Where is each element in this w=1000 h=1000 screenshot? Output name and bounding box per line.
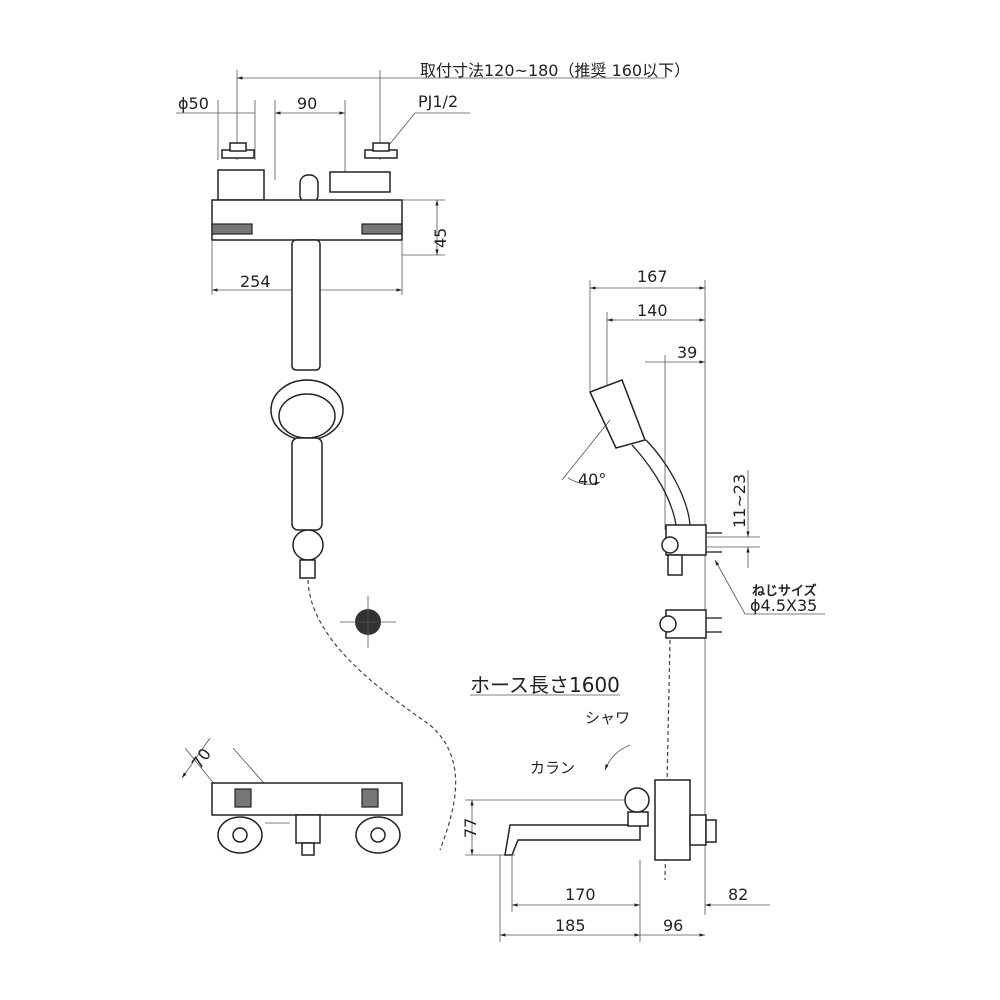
mounting-dimension: 取付寸法120~180（推奨 160以下） — [420, 61, 690, 80]
spout-view — [465, 779, 770, 942]
side-view — [470, 280, 825, 915]
dim-167: 167 — [637, 267, 668, 286]
dim-254: 254 — [240, 272, 271, 291]
karan-label: カラン — [530, 759, 575, 777]
plan-view — [181, 737, 403, 856]
dim-140: 140 — [637, 301, 668, 320]
dim-phi50: ϕ50 — [178, 94, 209, 113]
screw-size-label: ねじサイズ — [752, 583, 817, 599]
dim-96: 96 — [663, 916, 683, 935]
dim-angle: 40° — [578, 470, 606, 489]
screw-size: ϕ4.5X35 — [750, 596, 817, 615]
dim-90: 90 — [297, 94, 317, 113]
dim-45: 45 — [431, 228, 450, 248]
dim-pj12: PJ1/2 — [418, 92, 458, 111]
front-view — [176, 70, 665, 851]
dim-170: 170 — [565, 885, 596, 904]
dim-185: 185 — [555, 916, 586, 935]
dim-77: 77 — [461, 818, 480, 838]
dim-70: 70 — [188, 745, 215, 773]
dim-11-23: 11~23 — [730, 474, 749, 528]
dim-82: 82 — [728, 885, 748, 904]
dim-39: 39 — [677, 343, 697, 362]
hose-length: ホース長さ1600 — [470, 673, 620, 697]
shower-label: シャワ — [585, 709, 630, 727]
